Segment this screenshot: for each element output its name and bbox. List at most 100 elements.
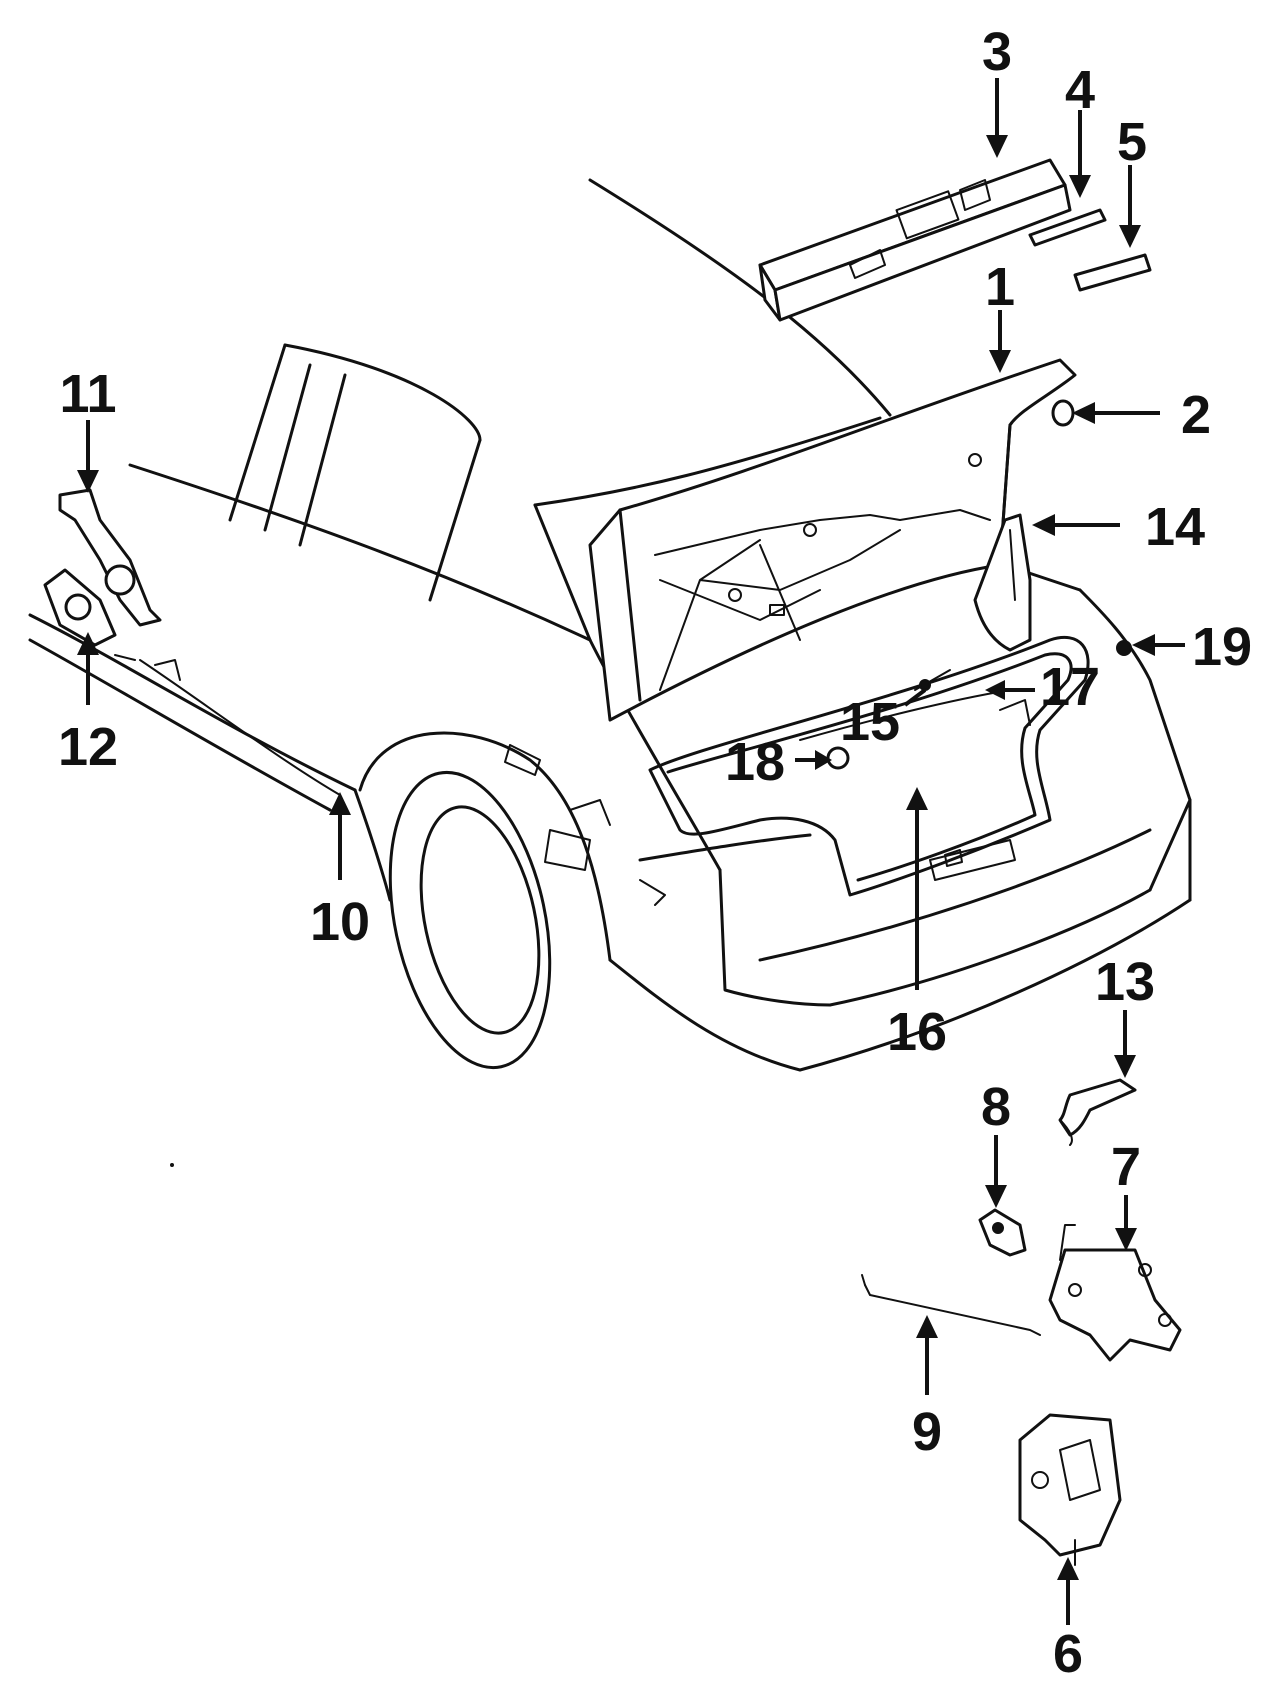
- arrow-17: [985, 680, 1005, 700]
- actuator-motor: [1059, 1439, 1101, 1501]
- car-body: [28, 178, 1192, 1072]
- part-11-release: [58, 488, 162, 627]
- callout-3: 3: [982, 22, 1012, 82]
- part-8-bushing: [978, 1208, 1027, 1257]
- callout-15: 15: [840, 692, 900, 752]
- bezel-hole: [64, 593, 92, 621]
- bracket-13-hook: [1059, 1119, 1073, 1146]
- callout-8: 8: [981, 1077, 1011, 1137]
- bracket-13: [1058, 1078, 1137, 1137]
- strip-4: [1028, 208, 1107, 247]
- actuator-body: [1018, 1413, 1122, 1557]
- callout-6: 6: [1053, 1624, 1083, 1684]
- marker-bracket: [569, 799, 611, 826]
- leader-15: [903, 688, 927, 707]
- striker-plate: [929, 839, 1016, 881]
- c-pillar-front: [228, 343, 287, 522]
- cable-end: [114, 654, 136, 661]
- release-knob: [104, 564, 136, 596]
- rocker-line: [28, 613, 357, 792]
- actuator-bolt: [1031, 1471, 1049, 1489]
- rear-glass-bottom: [533, 416, 882, 507]
- callout-17: 17: [1040, 657, 1100, 717]
- part-10-cable: [114, 654, 341, 796]
- quarter-lower: [353, 788, 392, 902]
- latch-bolt-3: [1158, 1313, 1172, 1327]
- trunk-opening-edge: [648, 635, 1090, 897]
- rear-panel-left: [718, 868, 832, 1007]
- tire-inner: [419, 805, 541, 1035]
- fuel-door: [504, 744, 541, 776]
- arrow-13: [1114, 1055, 1136, 1078]
- arrow-7: [1115, 1228, 1137, 1251]
- marker-light: [544, 829, 591, 871]
- stray-dot: [170, 1163, 174, 1167]
- lid-hole-2: [728, 588, 742, 602]
- latch-bolt-2: [1138, 1263, 1152, 1277]
- arrow-19: [1132, 634, 1155, 656]
- quarter-panel-upper: [128, 463, 592, 642]
- callout-10: 10: [310, 892, 370, 952]
- part-15-clip: [914, 669, 951, 691]
- hinge-part-14: [973, 513, 1032, 652]
- c-pillar-inner: [263, 363, 312, 532]
- part-16-seal: [799, 689, 1011, 741]
- wheel-arch: [358, 731, 612, 962]
- garnish-lock-hole: [959, 179, 991, 211]
- callout-12: 12: [58, 717, 118, 777]
- latch-body: [1048, 1248, 1182, 1362]
- weatherstrip: [666, 652, 1073, 882]
- roof-line: [588, 178, 892, 417]
- callout-1: 1: [985, 257, 1015, 317]
- cable-run: [139, 659, 341, 796]
- callout-4: 4: [1065, 60, 1095, 120]
- cable-clip: [154, 659, 181, 681]
- clip-17: [999, 699, 1031, 726]
- c-pillar-mid: [298, 373, 347, 547]
- arrow-9: [916, 1315, 938, 1338]
- lid-brace-mid: [759, 544, 801, 641]
- rear-corner: [1078, 588, 1192, 892]
- part-2-bumper: [1051, 399, 1075, 427]
- callout-2: 2: [1181, 385, 1211, 445]
- hinge-detail: [1009, 529, 1016, 601]
- callout-9: 9: [912, 1402, 942, 1462]
- part-6-actuator: [1018, 1413, 1122, 1566]
- arrow-11: [77, 470, 99, 493]
- lid-slot: [769, 604, 785, 616]
- part-17-clip: [999, 699, 1031, 726]
- clip-19: [1116, 640, 1132, 656]
- part-19-clip: [1116, 640, 1132, 656]
- seal-strip-16: [799, 689, 1011, 741]
- lid-brace-top: [654, 509, 991, 556]
- bumper-lower-left: [608, 958, 802, 1072]
- callout-labels: 3 4 5 1 2 11 12 14 19 17 15 18 16 10 13 …: [58, 22, 1252, 1684]
- release-lever: [58, 488, 162, 627]
- callout-19: 19: [1192, 617, 1252, 677]
- part-5-strip: [1073, 253, 1152, 292]
- lid-hole-3: [968, 453, 982, 467]
- trunk-sill: [638, 833, 812, 862]
- part-9-rod: [861, 1274, 1041, 1336]
- part-3-garnish: [758, 158, 1072, 322]
- lid-edge-left: [618, 508, 642, 702]
- striker: [944, 849, 963, 867]
- callout-11: 11: [59, 364, 116, 424]
- tire-outer: [388, 770, 552, 1070]
- trunk-lid-panel: [588, 358, 1077, 722]
- bushing-8-hole: [992, 1222, 1004, 1234]
- rear-glass-side: [533, 503, 592, 642]
- callout-leaders: [77, 78, 1185, 1625]
- arrow-8: [985, 1185, 1007, 1208]
- part-13-bracket: [1058, 1078, 1137, 1146]
- arrow-12: [77, 632, 99, 655]
- body-clip: [639, 879, 666, 906]
- garnish-clip: [849, 249, 886, 279]
- garnish-front: [773, 183, 1072, 322]
- tail-band: [758, 828, 1152, 962]
- bumper-stop: [1051, 399, 1075, 427]
- bumper-bottom: [798, 898, 1192, 1072]
- arrow-14: [1032, 514, 1055, 536]
- arrow-18: [815, 750, 832, 770]
